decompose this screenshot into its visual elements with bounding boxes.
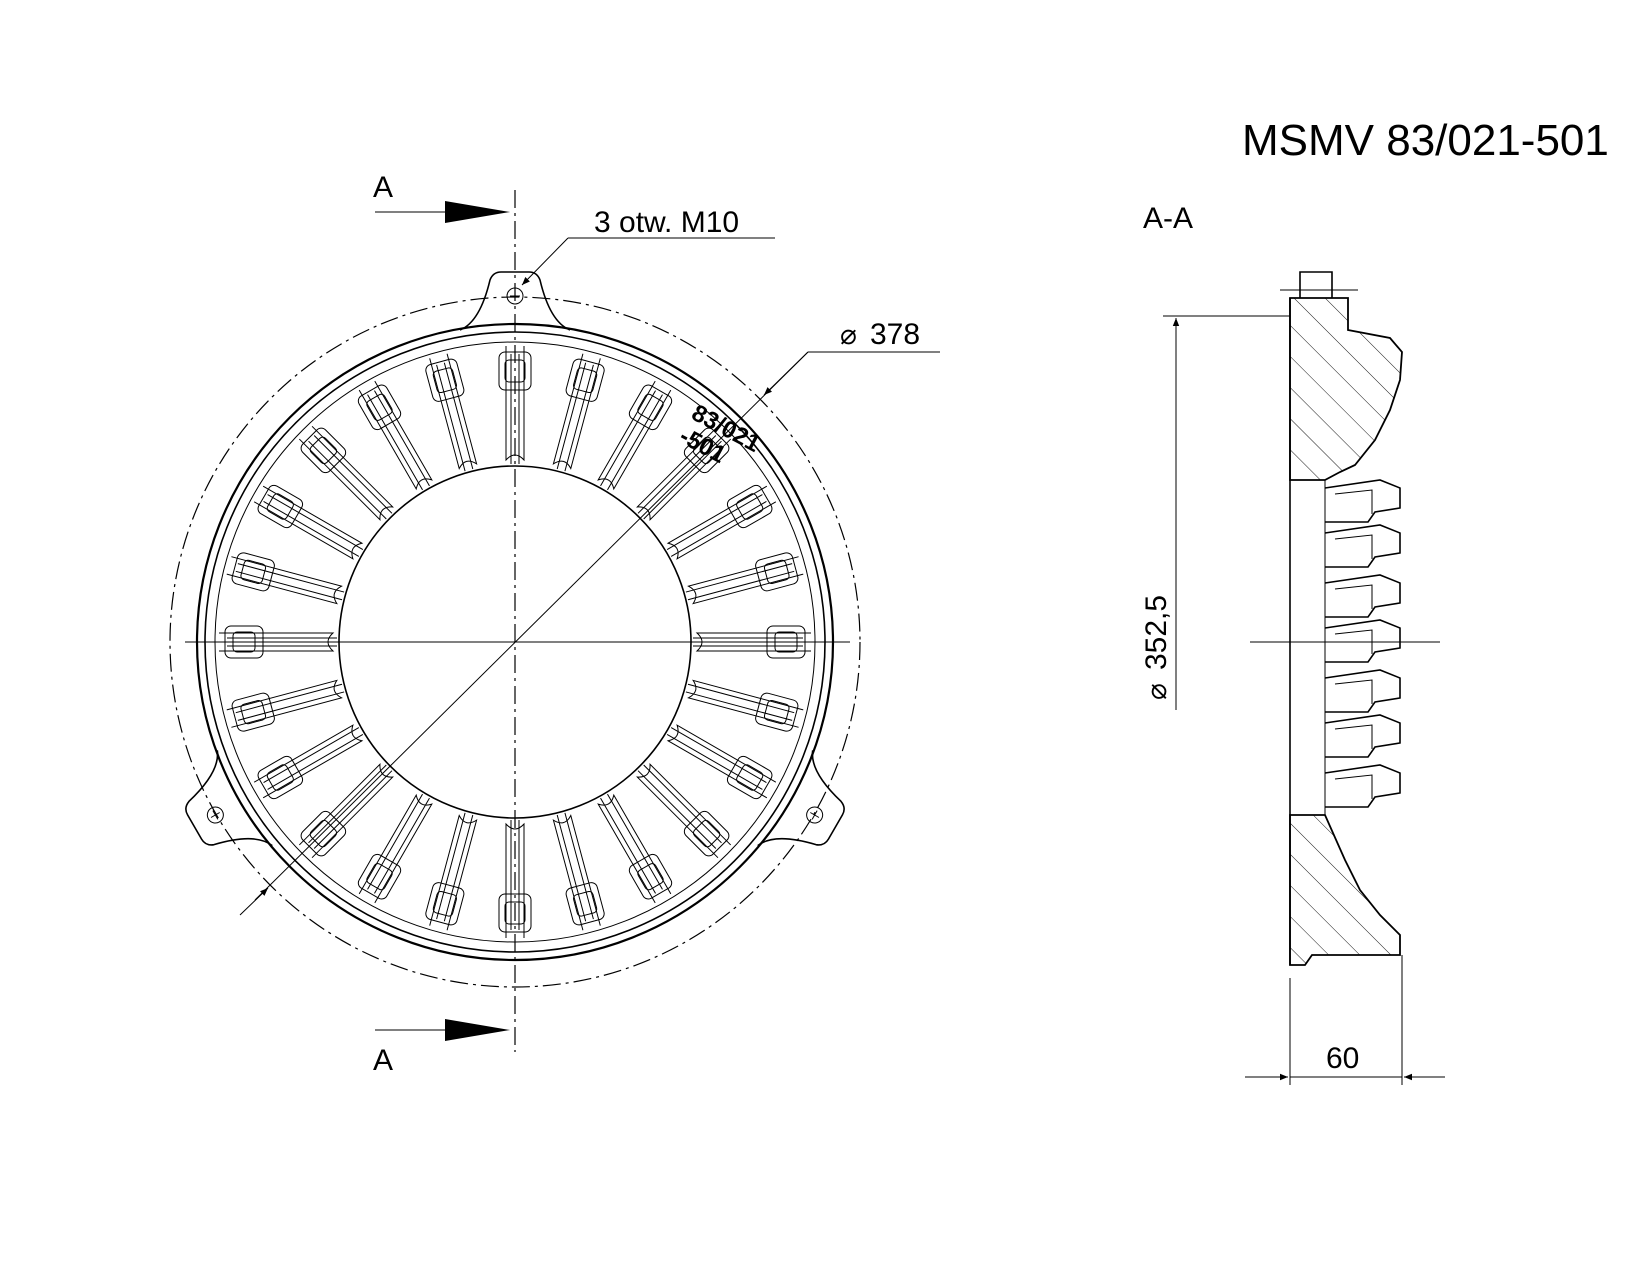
section-body-lower — [1289, 814, 1401, 966]
inner-dia-symbol: ⌀ — [1141, 683, 1172, 700]
rib — [357, 793, 433, 904]
section-rib-detail — [1334, 774, 1373, 799]
radial-ribs — [219, 346, 811, 938]
rib — [357, 380, 433, 491]
part-number: MSMV 83/021-501 — [1242, 116, 1609, 165]
section-rib-profiles — [1324, 479, 1401, 808]
section-rib — [1324, 764, 1401, 808]
rib — [498, 820, 532, 938]
rib — [253, 484, 364, 560]
rib — [685, 679, 804, 732]
rib — [636, 425, 732, 521]
section-rib — [1324, 669, 1401, 713]
section-rib-detail — [1334, 724, 1373, 749]
mounting-lugs — [185, 271, 845, 847]
rib — [253, 724, 364, 800]
front-view: ⌀ 378 3 otw. M10 83/021 -501 A A — [169, 171, 940, 1077]
section-rib-detail — [1334, 629, 1373, 654]
mounting-lug — [185, 750, 273, 847]
section-view-label: A-A — [1143, 202, 1193, 235]
holes-note: 3 otw. M10 — [594, 206, 739, 239]
mounting-lug — [757, 750, 845, 847]
holes-note-leader — [521, 237, 569, 286]
rib — [666, 724, 777, 800]
thickness-value: 60 — [1326, 1042, 1359, 1075]
section-rib — [1324, 479, 1401, 523]
rib — [666, 484, 777, 560]
section-rib — [1324, 574, 1401, 618]
rib — [425, 812, 478, 931]
inner-diameter-value: 352,5 — [1140, 595, 1173, 670]
rib — [298, 425, 394, 521]
section-arrow-top-head — [445, 201, 510, 223]
section-rib-detail — [1334, 679, 1373, 704]
rib — [552, 812, 605, 931]
section-rib-detail — [1334, 489, 1373, 514]
diameter-symbol-378: ⌀ — [840, 319, 857, 350]
rib — [425, 353, 478, 472]
rib — [636, 763, 732, 859]
rib — [298, 763, 394, 859]
outer-diameter-value: 378 — [870, 318, 920, 351]
section-rib-detail — [1334, 584, 1373, 609]
rib — [226, 679, 345, 732]
section-rib — [1324, 714, 1401, 758]
rib — [597, 380, 673, 491]
rib — [685, 552, 804, 605]
rib — [597, 793, 673, 904]
section-arrow-bottom-head — [445, 1019, 510, 1041]
section-view: A-A ⌀ 352,5 60 — [1140, 202, 1445, 1085]
rib — [552, 353, 605, 472]
rib — [226, 552, 345, 605]
section-label-top: A — [373, 171, 393, 204]
diameter-dimension-line — [254, 351, 809, 901]
section-body-upper — [1289, 297, 1403, 481]
section-rib — [1324, 619, 1401, 663]
section-label-bottom: A — [373, 1044, 393, 1077]
diameter-arrow-bottom — [239, 887, 269, 916]
section-top-flange — [1299, 271, 1333, 298]
section-rib-detail — [1334, 534, 1373, 559]
diameter-arrow-top — [763, 351, 809, 396]
section-rib — [1324, 524, 1401, 568]
